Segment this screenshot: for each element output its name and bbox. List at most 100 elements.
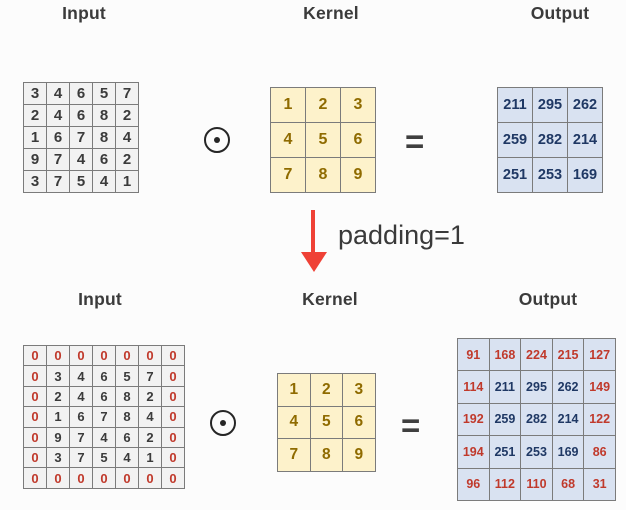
matrix-cell: 214 (551, 402, 585, 437)
matrix-cell: 282 (520, 402, 553, 437)
matrix-cell: 7 (92, 406, 116, 428)
matrix-cell: 0 (23, 446, 47, 469)
matrix-cell: 91 (457, 337, 490, 372)
matrix-cell: 8 (92, 104, 116, 127)
matrix-cell: 7 (69, 446, 93, 469)
matrix-cell: 3 (23, 170, 47, 193)
matrix-cell: 224 (520, 337, 553, 372)
matrix-cell: 8 (115, 385, 139, 408)
matrix-cell: 0 (46, 344, 70, 367)
matrix-cell: 5 (305, 122, 341, 158)
matrix-cell: 2 (115, 104, 139, 127)
padding-label: padding=1 (338, 220, 465, 250)
matrix-cell: 4 (92, 426, 116, 448)
matrix-cell: 7 (69, 426, 93, 448)
matrix-cell: 2 (305, 87, 341, 123)
matrix-cell: 2 (23, 104, 47, 127)
matrix-cell: 2 (115, 148, 139, 171)
matrix-cell: 3 (23, 82, 47, 105)
matrix-cell: 215 (551, 337, 585, 372)
matrix-cell: 295 (520, 370, 553, 404)
matrix-cell: 6 (46, 126, 70, 149)
matrix-cell: 259 (488, 402, 522, 437)
matrix-cell: 4 (69, 148, 93, 171)
matrix-cell: 4 (92, 170, 116, 193)
elementwise-product-icon (210, 410, 236, 436)
top-output-title: Output (530, 3, 590, 23)
matrix-cell: 9 (46, 426, 70, 448)
elementwise-product-icon (204, 127, 230, 153)
bottom-output-title: Output (518, 289, 578, 309)
matrix-cell: 4 (69, 365, 93, 387)
down-arrow-icon (311, 210, 315, 254)
matrix-cell: 0 (92, 467, 116, 489)
matrix-cell: 2 (46, 385, 70, 408)
matrix-cell: 112 (488, 467, 522, 501)
matrix-cell: 6 (69, 82, 93, 105)
matrix-cell: 3 (46, 365, 70, 387)
matrix-cell: 4 (46, 104, 70, 127)
matrix-cell: 262 (567, 87, 603, 123)
matrix-cell: 1 (270, 87, 306, 123)
matrix-cell: 169 (551, 435, 585, 469)
down-arrow-head-icon (301, 252, 327, 272)
matrix-cell: 0 (138, 344, 162, 367)
matrix-cell: 1 (138, 446, 162, 469)
matrix-cell: 68 (551, 467, 585, 501)
matrix-cell: 0 (92, 344, 116, 367)
matrix-cell: 4 (69, 385, 93, 408)
matrix-cell: 253 (532, 157, 568, 193)
matrix-cell: 4 (115, 126, 139, 149)
matrix-cell: 6 (115, 426, 139, 448)
matrix-cell: 5 (115, 365, 139, 387)
matrix-cell: 253 (520, 435, 553, 469)
matrix-cell: 295 (532, 87, 568, 123)
matrix-cell: 0 (115, 344, 139, 367)
matrix-cell: 251 (497, 157, 533, 193)
matrix-cell: 7 (270, 157, 306, 193)
matrix-cell: 0 (115, 467, 139, 489)
matrix-cell: 0 (161, 365, 185, 387)
matrix-cell: 251 (488, 435, 522, 469)
matrix-cell: 6 (92, 385, 116, 408)
matrix-cell: 0 (23, 406, 47, 428)
matrix-cell: 9 (340, 157, 376, 193)
matrix-cell: 86 (583, 435, 616, 469)
matrix-cell: 0 (23, 426, 47, 448)
matrix-cell: 262 (551, 370, 585, 404)
matrix-cell: 5 (69, 170, 93, 193)
matrix-cell: 214 (567, 122, 603, 158)
matrix-cell: 4 (138, 406, 162, 428)
matrix-cell: 1 (115, 170, 139, 193)
matrix-cell: 2 (138, 385, 162, 408)
matrix-cell: 6 (92, 148, 116, 171)
matrix-cell: 168 (488, 337, 522, 372)
matrix-cell: 5 (309, 405, 343, 439)
matrix-cell: 259 (497, 122, 533, 158)
matrix-cell: 114 (457, 370, 490, 404)
top-kernel-title: Kernel (303, 3, 359, 23)
matrix-cell: 5 (92, 82, 116, 105)
matrix-cell: 122 (583, 402, 616, 437)
matrix-cell: 211 (488, 370, 522, 404)
